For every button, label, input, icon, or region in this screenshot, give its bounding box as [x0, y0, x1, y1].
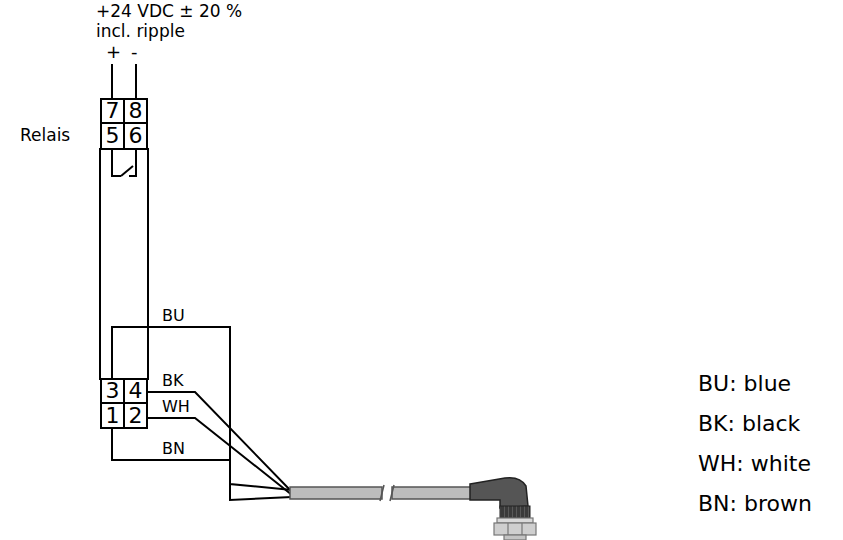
- relay-contact-symbol: [112, 150, 136, 176]
- relay-label: Relais: [20, 126, 70, 145]
- color-key: WH: white: [698, 452, 811, 476]
- wire-color-code: BK: [162, 372, 183, 390]
- terminal-number: 3: [106, 380, 120, 402]
- terminal-number: 5: [106, 125, 120, 147]
- sensor-cable: [290, 485, 472, 501]
- terminal-box: 4: [123, 378, 148, 404]
- polarity-sign: -: [131, 42, 138, 62]
- color-key: BK: black: [698, 412, 800, 436]
- color-key: BU: blue: [698, 372, 791, 396]
- terminal-number: 6: [129, 125, 143, 147]
- sensor-body: [494, 518, 536, 540]
- terminal-box: 6: [123, 122, 148, 150]
- terminal-box: 7: [100, 98, 125, 124]
- wire-color-code: BU: [162, 307, 185, 325]
- terminal-number: 4: [129, 380, 143, 402]
- supply-wires: [112, 64, 136, 98]
- terminal-box: 5: [100, 122, 125, 150]
- module-body: [100, 148, 148, 380]
- terminal-number: 2: [129, 405, 143, 427]
- terminal-box: 8: [123, 98, 148, 124]
- sensor-connector: [470, 478, 530, 518]
- supply-voltage: +24 VDC ± 20 %: [96, 2, 242, 21]
- terminal-number: 7: [106, 100, 120, 122]
- sensor-wires: [112, 327, 292, 500]
- terminal-box: 3: [100, 378, 125, 404]
- wire-color-code: WH: [162, 398, 190, 416]
- color-key: BN: brown: [698, 492, 812, 516]
- terminal-box: 1: [100, 402, 125, 429]
- terminal-number: 8: [129, 100, 143, 122]
- terminal-box: 2: [123, 402, 148, 429]
- terminal-number: 1: [106, 405, 120, 427]
- supply-note: incl. ripple: [96, 22, 185, 41]
- wire-color-code: BN: [162, 440, 185, 458]
- polarity-sign: +: [106, 42, 121, 62]
